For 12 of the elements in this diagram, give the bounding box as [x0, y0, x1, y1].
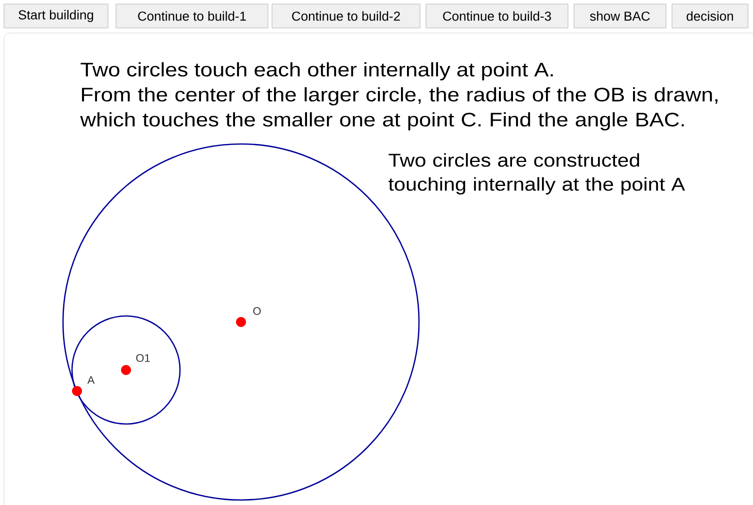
button: Start building — [4, 4, 108, 28]
button: Continue to build-1 — [116, 4, 268, 28]
point-label: A — [87, 376, 95, 384]
point-label: O — [253, 307, 261, 315]
step-note: Two circles are constructed touching internally at the point A — [388, 153, 686, 194]
point-label: O1 — [136, 354, 150, 362]
problem-text: Two circles touch each other internally at point A. — [80, 62, 553, 80]
problem-text: From the center of the larger circle, the radius of the OB is drawn, which touches the smaller one at point C. Find the angle BAC. — [80, 87, 718, 130]
button: Continue to build-2 — [272, 4, 420, 28]
button: Continue to build-3 — [426, 4, 568, 28]
button: decision — [672, 4, 748, 28]
button: show BAC — [574, 4, 666, 28]
